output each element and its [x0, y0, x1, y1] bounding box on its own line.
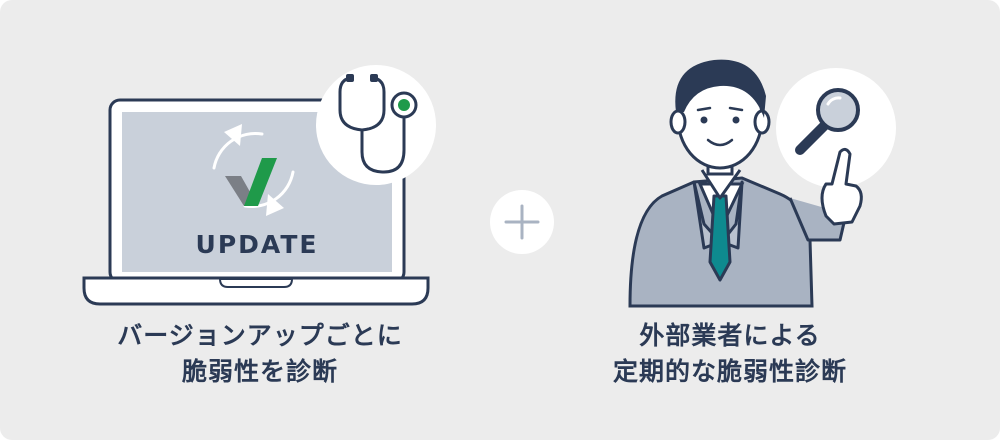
left-caption: バージョンアップごとに 脆弱性を診断: [60, 318, 460, 390]
magnifier-icon: [795, 88, 860, 155]
right-caption: 外部業者による 定期的な脆弱性診断: [530, 318, 930, 390]
stethoscope-icon: [316, 65, 436, 185]
left-caption-line2: 脆弱性を診断: [181, 357, 338, 386]
laptop-screen-text: UPDATE: [195, 230, 319, 259]
businessman: [628, 59, 896, 308]
right-caption-line1: 外部業者による: [639, 321, 821, 350]
plus-icon: [490, 190, 554, 254]
right-caption-line2: 定期的な脆弱性診断: [612, 357, 847, 386]
checkmark-icon: [225, 158, 277, 206]
refresh-icon: [212, 124, 295, 216]
left-caption-line1: バージョンアップごとに: [117, 321, 403, 350]
